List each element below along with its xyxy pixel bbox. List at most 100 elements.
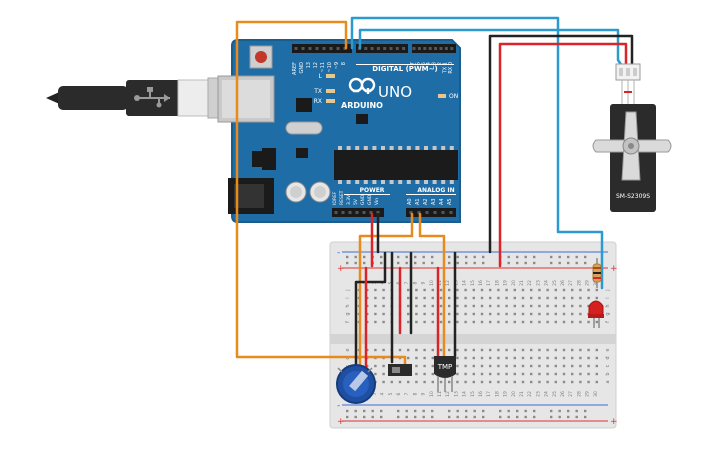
power-label: POWER [360, 187, 385, 194]
column-number: 18 [494, 280, 500, 286]
column-number: 19 [503, 391, 509, 397]
row-letter: j [345, 289, 351, 291]
column-number: 8 [412, 281, 418, 284]
tmp-sensor: TMP [434, 356, 456, 392]
column-number: 20 [511, 280, 517, 286]
column-number: 9 [421, 392, 427, 395]
column-number: 28 [576, 391, 582, 397]
led-tx-label: TX [313, 88, 322, 95]
column-number: 23 [535, 391, 541, 397]
column-number: 25 [552, 391, 558, 397]
column-number: 9 [421, 281, 427, 284]
column-number: 25 [552, 280, 558, 286]
column-number: 27 [568, 391, 574, 397]
brand-text: ARDUINO [341, 101, 383, 110]
column-number: 15 [470, 391, 476, 397]
servo-label: SM-S2309S [616, 193, 650, 200]
column-number: 14 [462, 280, 468, 286]
power-pin-label: GND [360, 194, 366, 205]
tmp-label: TMP [437, 363, 453, 371]
column-number: 3 [371, 392, 377, 395]
rail-plus-top-right: + [610, 264, 618, 274]
column-number: 12 [445, 391, 451, 397]
crystal [285, 121, 323, 135]
power-pin-label: Vin [374, 198, 380, 205]
row-letter: i [345, 297, 351, 298]
rail-plus-bottom: + [337, 417, 345, 427]
column-number: 5 [388, 392, 394, 395]
column-number: 8 [412, 392, 418, 395]
status-leds: L TX RX ON [313, 73, 458, 105]
wires [235, 16, 634, 372]
column-number: 11 [437, 391, 443, 397]
digital-label: DIGITAL (PWM~) [372, 65, 437, 73]
column-number: 19 [503, 280, 509, 286]
analog-pin-label: A5 [447, 198, 453, 205]
row-letter: a [605, 380, 611, 383]
arduino-logo: ARDUINO UNO [341, 77, 412, 110]
digital-pin-label: GND [299, 62, 305, 74]
digital-pin-label: ~11 [320, 62, 326, 73]
power-header [332, 208, 384, 217]
column-number: 17 [486, 280, 492, 286]
rail-minus-bottom: - [337, 401, 340, 411]
row-letter: e [345, 348, 351, 351]
power-pin-label: RESET [339, 190, 345, 205]
column-number: 10 [429, 391, 435, 397]
column-number: 17 [486, 391, 492, 397]
digital-pin-label: ~6 [415, 62, 421, 69]
column-number: 21 [519, 391, 525, 397]
column-number: 13 [453, 280, 459, 286]
atmega-chip [334, 146, 458, 184]
column-number: 11 [437, 280, 443, 286]
digital-pin-label: 7 [410, 62, 416, 65]
row-letter: j [605, 289, 611, 291]
usb-chip [296, 98, 312, 112]
row-letter: e [605, 348, 611, 351]
row-letter: c [605, 364, 611, 367]
digital-pin-label: 4 [426, 62, 432, 65]
wire-blue-pin10 [358, 28, 624, 68]
column-number: 24 [544, 391, 550, 397]
digital-pin-label: 2 [437, 62, 443, 65]
column-number: 16 [478, 280, 484, 286]
row-letter: i [605, 297, 611, 298]
column-number: 4 [380, 392, 386, 395]
rail-minus-top: - [337, 248, 340, 258]
wire-black-servo [488, 34, 634, 254]
column-number: 30 [593, 280, 599, 286]
column-number: 29 [585, 391, 591, 397]
column-number: 26 [560, 391, 566, 397]
power-pin-label: GND [367, 194, 373, 205]
on-label: ON [449, 93, 458, 100]
analog-header [406, 208, 456, 217]
column-number: 7 [404, 281, 410, 284]
analog-pin-label: A1 [415, 198, 421, 205]
breadboard-holes [357, 288, 598, 384]
row-letter: f [345, 321, 351, 323]
column-number: 10 [429, 280, 435, 286]
column-number: 18 [494, 391, 500, 397]
column-number: 22 [527, 391, 533, 397]
column-number: 13 [453, 391, 459, 397]
row-letter: g [345, 312, 351, 315]
digital-pin-label: ~5 [421, 62, 427, 69]
capacitors [285, 181, 331, 203]
row-letter: b [605, 372, 611, 375]
voltage-regulator [262, 148, 276, 170]
column-number: 15 [470, 280, 476, 286]
column-number: 26 [560, 280, 566, 286]
row-letter: d [605, 356, 611, 359]
analog-pin-label: A2 [423, 198, 429, 205]
row-letter: h [605, 304, 611, 307]
column-number: 6 [396, 392, 402, 395]
analog-pin-label: A4 [439, 198, 445, 205]
power-pin-label: 3.3V [346, 194, 352, 205]
resistor [592, 258, 602, 288]
column-number: 29 [585, 280, 591, 286]
digital-pin-label: 8 [341, 62, 347, 65]
